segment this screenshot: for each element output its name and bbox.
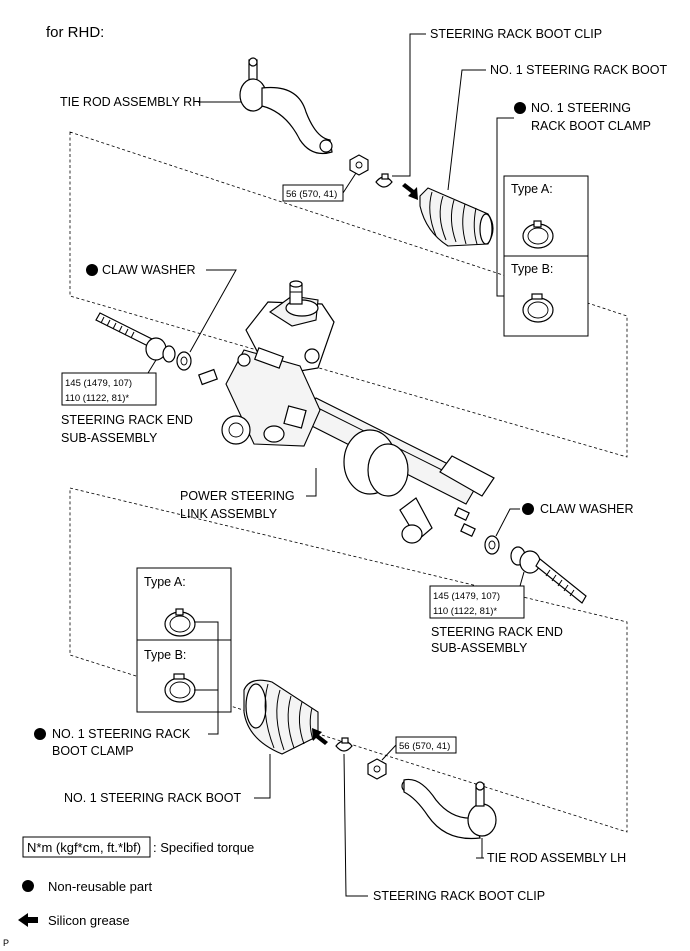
rack-end-upper-icon bbox=[95, 312, 176, 363]
tie-rod-rh-icon bbox=[239, 57, 333, 155]
rack-end-lower-icon bbox=[510, 546, 587, 604]
diagram-title: for RHD: bbox=[46, 24, 104, 41]
legend-non-reusable-label: Non-reusable part bbox=[48, 879, 152, 894]
top-type-a-label: Type A: bbox=[511, 182, 553, 196]
top-clamp-type-b-icon bbox=[522, 293, 554, 323]
bottom-rack-end-label-1: STEERING RACK END bbox=[431, 625, 563, 639]
bottom-silicon-grease-arrow bbox=[312, 728, 328, 745]
top-boot-icon bbox=[419, 187, 494, 247]
bottom-type-a-label: Type A: bbox=[144, 575, 186, 589]
power-steering-link-icon bbox=[198, 280, 495, 544]
top-boot-clamp-label-1: NO. 1 STEERING bbox=[531, 101, 631, 115]
top-boot-clip-label: STEERING RACK BOOT CLIP bbox=[430, 27, 602, 41]
bottom-boot-icon bbox=[243, 679, 319, 755]
bottom-claw-washer-icon bbox=[484, 535, 500, 555]
bottom-end-torque-1: 145 (1479, 107) bbox=[433, 591, 500, 602]
top-tie-rod-label: TIE ROD ASSEMBLY RH bbox=[60, 95, 201, 109]
bottom-clamp-type-b-icon bbox=[164, 673, 196, 703]
top-rack-end-label-1: STEERING RACK END bbox=[61, 413, 193, 427]
top-end-torque-2: 110 (1122, 81)* bbox=[65, 393, 129, 404]
top-non-reusable-dot bbox=[514, 102, 526, 114]
lower-assembly-plane bbox=[69, 487, 628, 833]
top-claw-washer-icon bbox=[176, 351, 192, 371]
bottom-boot-clip-icon bbox=[335, 737, 353, 752]
bottom-clamp-type-a-icon bbox=[164, 608, 196, 637]
bottom-boot-clamp-label-2: BOOT CLAMP bbox=[52, 744, 134, 758]
top-nut-torque-label: 56 (570, 41) bbox=[286, 189, 337, 200]
top-nut-icon bbox=[349, 154, 369, 176]
top-clamp-type-a-icon bbox=[522, 220, 554, 249]
top-boot-label: NO. 1 STEERING RACK BOOT bbox=[490, 63, 667, 77]
top-end-torque-box bbox=[61, 372, 157, 406]
bottom-claw-washer-label: CLAW WASHER bbox=[540, 502, 634, 516]
legend-torque-box bbox=[22, 836, 151, 858]
bottom-boot-clamp-label-1: NO. 1 STEERING RACK bbox=[52, 727, 191, 741]
legend-silicon-grease-arrow bbox=[18, 913, 38, 927]
bottom-rack-end-label-2: SUB-ASSEMBLY bbox=[431, 641, 528, 655]
footer-code: P bbox=[3, 938, 9, 948]
bottom-non-reusable-dot-2 bbox=[34, 728, 46, 740]
bottom-tie-rod-label: TIE ROD ASSEMBLY LH bbox=[487, 851, 626, 865]
top-boot-clamp-label-2: RACK BOOT CLAMP bbox=[531, 119, 651, 133]
bottom-type-b-label: Type B: bbox=[144, 648, 186, 662]
bottom-boot-label: NO. 1 STEERING RACK BOOT bbox=[64, 791, 241, 805]
power-link-label-2: LINK ASSEMBLY bbox=[180, 507, 278, 521]
power-link-label-1: POWER STEERING bbox=[180, 489, 295, 503]
legend-torque-desc: : Specified torque bbox=[153, 840, 254, 855]
top-type-b-label: Type B: bbox=[511, 262, 553, 276]
top-claw-washer-label: CLAW WASHER bbox=[102, 263, 196, 277]
top-boot-clip-icon bbox=[375, 173, 393, 188]
top-silicon-grease-arrow bbox=[402, 183, 418, 200]
top-end-torque-1: 145 (1479, 107) bbox=[65, 378, 132, 389]
top-non-reusable-dot-2 bbox=[86, 264, 98, 276]
bottom-end-torque-2: 110 (1122, 81)* bbox=[433, 606, 497, 617]
tie-rod-lh-icon bbox=[401, 778, 497, 840]
legend-torque-box-label: N*m (kgf*cm, ft.*lbf) bbox=[27, 840, 141, 855]
bottom-nut-torque-label: 56 (570, 41) bbox=[399, 741, 450, 752]
upper-assembly-plane bbox=[69, 131, 628, 458]
bottom-end-torque-box bbox=[429, 585, 525, 619]
bottom-nut-icon bbox=[367, 758, 387, 780]
bottom-boot-clip-label: STEERING RACK BOOT CLIP bbox=[373, 889, 545, 903]
top-rack-end-label-2: SUB-ASSEMBLY bbox=[61, 431, 158, 445]
bottom-non-reusable-dot bbox=[522, 503, 534, 515]
legend-non-reusable-dot bbox=[22, 880, 34, 892]
legend-silicon-label: Silicon grease bbox=[48, 913, 130, 928]
